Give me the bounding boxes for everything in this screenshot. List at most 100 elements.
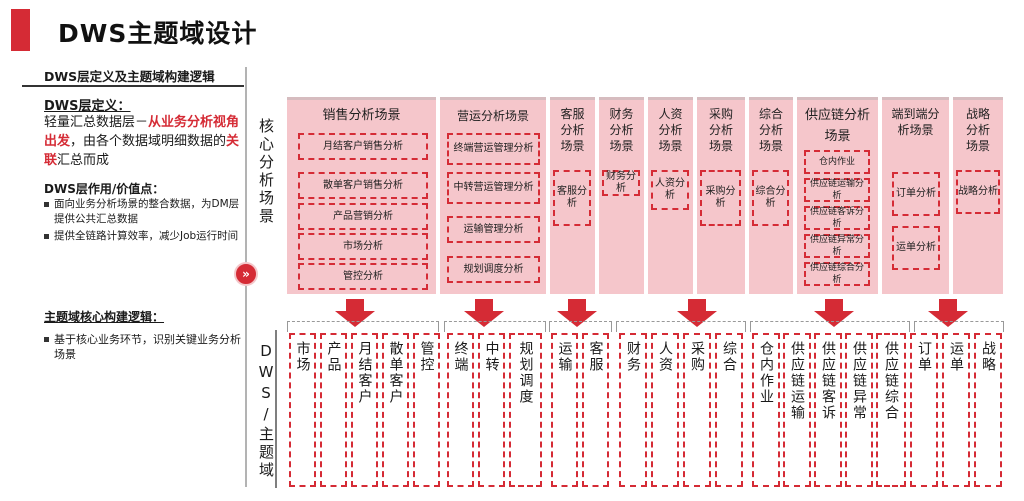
scenario-title: 采购分析场景 bbox=[708, 107, 733, 153]
dws-domain-label: 战略 bbox=[980, 341, 996, 373]
scenario-title: 客服分析场景 bbox=[560, 107, 585, 153]
dws-domain-label: 供应链客诉 bbox=[820, 341, 836, 421]
definition-label: DWS层定义： bbox=[44, 99, 131, 114]
scenario-item: 月结客户销售分析 bbox=[298, 133, 428, 160]
domain-group-bracket bbox=[616, 321, 746, 489]
dws-domain-label: 人资 bbox=[657, 341, 673, 373]
domain-group-bracket bbox=[549, 321, 612, 489]
dws-domain-box: 散单客户 bbox=[382, 333, 409, 487]
left-panel-header: DWS层定义及主题域构建逻辑 bbox=[44, 69, 215, 84]
scenario-item: 供应链异常分析 bbox=[804, 234, 870, 258]
dws-label-rule bbox=[275, 330, 277, 488]
scenario-item: 规划调度分析 bbox=[447, 256, 540, 283]
scenario-item: 终端营运管理分析 bbox=[447, 133, 540, 165]
dws-domain-box: 供应链综合 bbox=[876, 333, 906, 487]
dws-domain-label: 产品 bbox=[325, 341, 342, 373]
dws-domain-label: 管控 bbox=[418, 341, 435, 373]
dws-domain-box: 规划调度 bbox=[509, 333, 542, 487]
dws-domain-label: 供应链异常 bbox=[851, 341, 867, 421]
scenario-title: 战略分析场景 bbox=[965, 107, 990, 153]
page-title: DWS主题域设计 bbox=[58, 19, 258, 48]
dws-domain-box: 订单 bbox=[910, 333, 938, 487]
scenario-item: 战略分析 bbox=[956, 170, 1000, 214]
dws-domain-label: 规划调度 bbox=[517, 341, 534, 405]
dws-domain-box: 客服 bbox=[582, 333, 609, 487]
dws-domain-label: 客服 bbox=[587, 341, 604, 373]
logic-label: 主题域核心构建逻辑： bbox=[44, 310, 165, 324]
scenario-item: 运单分析 bbox=[892, 226, 940, 270]
dws-domain-box: 人资 bbox=[651, 333, 679, 487]
scenario-title: 营运分析场景 bbox=[456, 109, 529, 123]
dws-domain-label: 综合 bbox=[721, 341, 737, 373]
dws-domain-box: 运输 bbox=[551, 333, 578, 487]
domain-group-bracket bbox=[287, 321, 439, 489]
scenario-title: 财务分析场景 bbox=[609, 107, 634, 153]
dws-domain-label: 仓内作业 bbox=[758, 341, 774, 405]
role-label: DWS层作用/价值点： bbox=[44, 182, 165, 196]
scenario-column-sales: 销售分析场景 bbox=[287, 97, 436, 294]
dws-domain-label: 运输 bbox=[556, 341, 573, 373]
definition-text: 轻量汇总数据层－从业务分析视角出发，由各个数据域明细数据的关联汇总而成 bbox=[44, 115, 240, 168]
dws-domain-label: 中转 bbox=[483, 341, 500, 373]
dws-domain-box: 管控 bbox=[413, 333, 440, 487]
scenario-item: 供应链综合分析 bbox=[804, 262, 870, 286]
title-accent-bar bbox=[11, 9, 30, 51]
dws-domain-box: 市场 bbox=[289, 333, 316, 487]
scenario-item: 人资分析 bbox=[651, 170, 689, 210]
domain-group-bracket bbox=[914, 321, 1004, 489]
scenario-title: 综合分析场景 bbox=[758, 107, 783, 153]
scenario-item: 客服分析 bbox=[553, 170, 591, 226]
scenario-item: 产品营销分析 bbox=[298, 203, 428, 230]
dws-domain-label: 终端 bbox=[452, 341, 469, 373]
dws-domain-box: 财务 bbox=[619, 333, 647, 487]
scenario-item: 综合分析 bbox=[752, 170, 789, 226]
dws-domain-box: 供应链运输 bbox=[783, 333, 811, 487]
scenario-item: 仓内作业 bbox=[804, 150, 870, 174]
dws-domain-label: DWS/主题域 bbox=[257, 342, 275, 480]
dws-domain-label: 市场 bbox=[294, 341, 311, 373]
dws-domain-box: 中转 bbox=[478, 333, 505, 487]
dws-domain-box: 仓内作业 bbox=[752, 333, 780, 487]
left-header-rule bbox=[22, 85, 244, 87]
dws-domain-box: 终端 bbox=[447, 333, 474, 487]
role-item: 面向业务分析场景的整合数据，为DM层提供公共汇总数据 bbox=[44, 197, 244, 227]
scenario-item: 供应链运输分析 bbox=[804, 178, 870, 202]
scenario-column-hr: 人资分析场景 bbox=[648, 97, 693, 294]
core-scenarios-label: 核心分析场景 bbox=[257, 118, 275, 226]
scenario-title: 人资分析场景 bbox=[658, 107, 683, 153]
scenario-column-strategy: 战略分析场景 bbox=[953, 97, 1003, 294]
dws-domain-box: 产品 bbox=[320, 333, 347, 487]
scenario-item: 财务分析 bbox=[602, 170, 640, 196]
domain-group-bracket bbox=[444, 321, 546, 489]
scenario-item: 订单分析 bbox=[892, 172, 940, 216]
dws-domain-box: 供应链客诉 bbox=[814, 333, 842, 487]
dws-domain-label: 运单 bbox=[948, 341, 964, 373]
scenario-item: 中转营运管理分析 bbox=[447, 172, 540, 204]
role-list: 面向业务分析场景的整合数据，为DM层提供公共汇总数据 提供全链路计算效率，减少J… bbox=[44, 197, 244, 246]
dws-domain-label: 订单 bbox=[916, 341, 932, 373]
scenario-item: 供应链客诉分析 bbox=[804, 206, 870, 230]
dws-domain-label: 供应链综合 bbox=[883, 341, 899, 421]
scenario-title: 销售分析场景 bbox=[322, 108, 401, 123]
scenario-title: 供应链分析场景 bbox=[804, 108, 870, 144]
scenario-item: 管控分析 bbox=[298, 263, 428, 290]
dws-domain-box: 运单 bbox=[942, 333, 970, 487]
dws-domain-label: 散单客户 bbox=[387, 341, 404, 405]
dws-domain-box: 战略 bbox=[974, 333, 1002, 487]
dws-domain-box: 综合 bbox=[715, 333, 743, 487]
role-item: 提供全链路计算效率，减少Job运行时间 bbox=[44, 229, 244, 244]
scenario-column-supply-chain: 供应链分析场景 bbox=[797, 97, 878, 294]
dws-domain-box: 供应链异常 bbox=[845, 333, 873, 487]
dws-domain-box: 月结客户 bbox=[351, 333, 378, 487]
scenario-item: 散单客户销售分析 bbox=[298, 172, 428, 199]
dws-domain-label: 供应链运输 bbox=[789, 341, 805, 421]
scenario-column-operations: 营运分析场景 bbox=[440, 97, 546, 294]
scenario-item: 采购分析 bbox=[700, 170, 741, 226]
dws-domain-label: 财务 bbox=[625, 341, 641, 373]
scenario-column-procurement: 采购分析场景 bbox=[697, 97, 745, 294]
dws-domain-label: 采购 bbox=[689, 341, 705, 373]
domain-group-bracket bbox=[750, 321, 910, 489]
scenario-item: 市场分析 bbox=[298, 233, 428, 260]
chevron-right-icon: » bbox=[234, 262, 258, 286]
dws-domain-box: 采购 bbox=[683, 333, 711, 487]
